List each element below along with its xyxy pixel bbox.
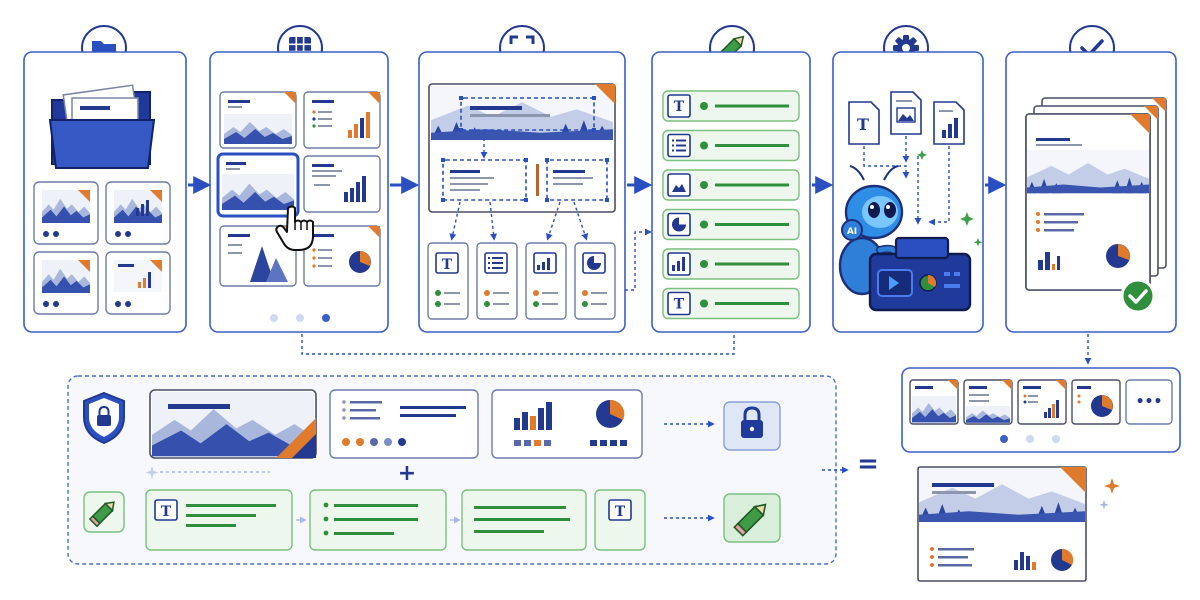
editable-element-row[interactable] — [662, 129, 800, 162]
pager-dot[interactable] — [296, 314, 304, 322]
machine-icon — [868, 236, 972, 312]
final-slide — [917, 466, 1120, 582]
editable-element-row[interactable] — [662, 208, 800, 241]
svg-text:T: T — [674, 297, 685, 313]
collect-content — [33, 84, 171, 315]
doc-text-icon: T — [848, 101, 880, 145]
padlock-icon — [723, 401, 781, 451]
edit-content: TT — [662, 90, 800, 320]
hand-cursor-icon — [275, 205, 314, 251]
element-tiles: T — [427, 242, 616, 320]
select-pager — [270, 314, 330, 322]
verified-badge-icon — [1120, 278, 1156, 314]
svg-text:•••: ••• — [1136, 394, 1163, 410]
output-strip: ••• — [901, 367, 1181, 453]
verify-content — [1025, 97, 1167, 314]
svg-text:T: T — [674, 99, 685, 115]
edit-pencil-box-icon — [723, 493, 781, 543]
editable-element-row[interactable] — [662, 169, 800, 201]
svg-text:T: T — [161, 504, 172, 520]
doc-chart-icon — [933, 101, 965, 145]
ai-badge: AI — [847, 227, 857, 237]
pager-dot[interactable] — [322, 314, 330, 322]
more-slides-button[interactable]: ••• — [1125, 379, 1173, 425]
svg-text:T: T — [857, 115, 869, 134]
text-glyph: T — [442, 257, 453, 273]
editable-element-row[interactable]: T — [662, 90, 800, 122]
pager-dot[interactable] — [270, 314, 278, 322]
robot-icon: AI — [838, 165, 904, 296]
editable-element-row[interactable] — [662, 248, 800, 280]
pager-dot[interactable] — [1052, 435, 1060, 443]
generate-content: T — [838, 91, 983, 312]
plus-sign: + — [398, 461, 416, 486]
edit-small-icon — [83, 491, 125, 533]
editable-element-row[interactable]: T — [662, 287, 800, 320]
pager-dot[interactable] — [1026, 435, 1034, 443]
loop-connector — [301, 334, 735, 355]
template-container: + T — [67, 375, 837, 565]
analyze-content: T — [427, 83, 652, 320]
pager-dot[interactable] — [1000, 435, 1008, 443]
big-folder-icon — [48, 84, 156, 169]
output-pager — [1000, 435, 1060, 443]
equals-sign: = — [857, 449, 879, 479]
doc-image-icon — [890, 91, 922, 135]
select-content — [216, 91, 381, 322]
svg-text:T: T — [615, 504, 626, 520]
shield-lock-icon — [83, 391, 125, 445]
collect-thumbnails — [33, 181, 171, 315]
